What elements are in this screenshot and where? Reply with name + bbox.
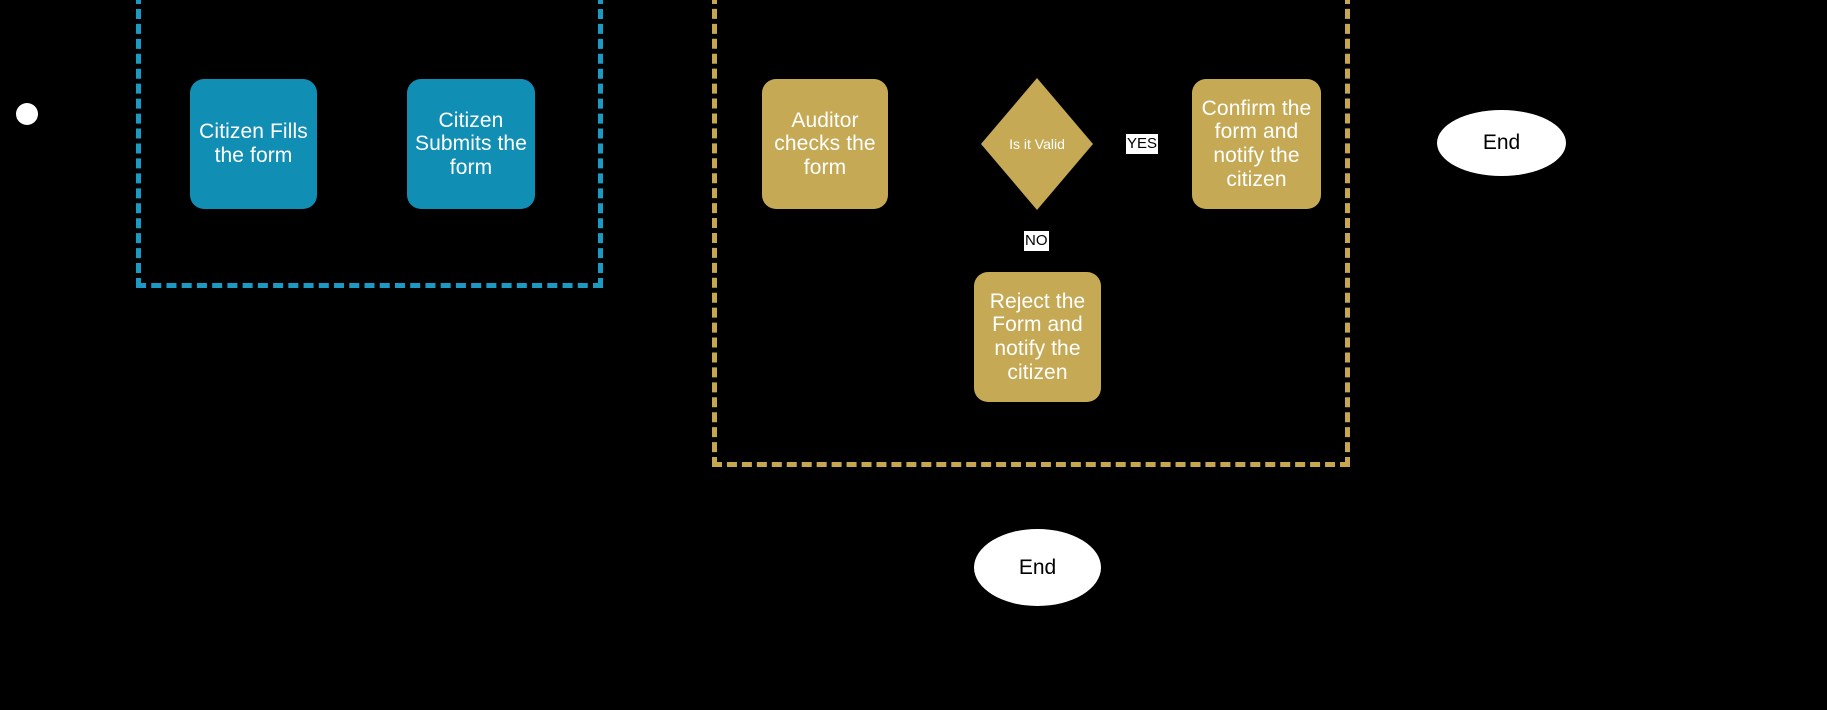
pool-citizen bbox=[136, 0, 603, 288]
end-event-right[interactable]: End bbox=[1437, 110, 1566, 176]
gateway-label: Is it Valid bbox=[1009, 136, 1065, 152]
end-event-bottom[interactable]: End bbox=[974, 529, 1101, 606]
task-citizen-submits-the-form[interactable]: Citizen Submits the form bbox=[407, 79, 535, 209]
task-confirm-form-and-notify-citizen[interactable]: Confirm the form and notify the citizen bbox=[1192, 79, 1321, 209]
task-reject-form-and-notify-citizen[interactable]: Reject the Form and notify the citizen bbox=[974, 272, 1101, 402]
gateway-is-it-valid[interactable]: Is it Valid bbox=[981, 78, 1093, 210]
pool-auditor bbox=[712, 0, 1350, 467]
flow-label-yes: YES bbox=[1126, 134, 1159, 154]
task-citizen-fills-the-form[interactable]: Citizen Fills the form bbox=[190, 79, 317, 209]
start-event-icon[interactable] bbox=[16, 103, 38, 125]
flow-label-no: NO bbox=[1024, 231, 1049, 251]
task-auditor-checks-the-form[interactable]: Auditor checks the form bbox=[762, 79, 888, 209]
